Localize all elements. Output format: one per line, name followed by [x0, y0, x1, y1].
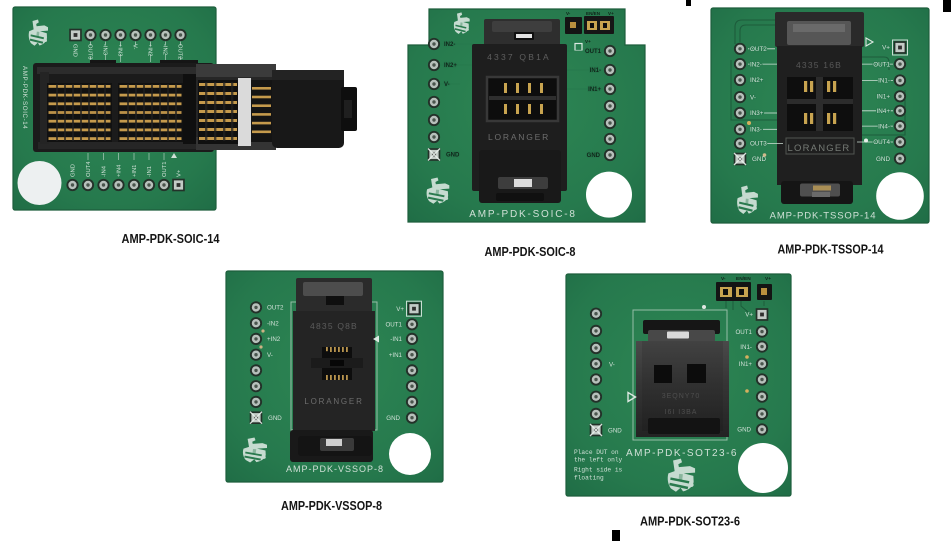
svg-text:GND: GND: [737, 427, 751, 434]
svg-text:AMP-PDK-SOT23-6: AMP-PDK-SOT23-6: [640, 514, 740, 529]
svg-text:IN4-: IN4-: [878, 123, 890, 130]
svg-text:OUT4: OUT4: [873, 139, 890, 146]
svg-text:V-: V-: [750, 94, 756, 101]
svg-text:IN1+: IN1+: [739, 361, 753, 368]
svg-text:V+: V+: [177, 169, 183, 177]
svg-text:V-: V-: [721, 276, 726, 282]
svg-text:LORANGER: LORANGER: [488, 132, 550, 142]
svg-text:+IN2: +IN2: [267, 336, 281, 343]
svg-text:+IN1: +IN1: [132, 165, 138, 177]
svg-text:V-: V-: [444, 82, 450, 88]
svg-text:AMP-PDK-SOIC-14: AMP-PDK-SOIC-14: [21, 66, 28, 129]
svg-text:4835 Q8B: 4835 Q8B: [310, 321, 358, 331]
svg-text:IN4+: IN4+: [877, 108, 891, 115]
svg-text:+IN4: +IN4: [117, 164, 123, 177]
svg-text:IN1-: IN1-: [878, 78, 890, 85]
svg-text:-IN1: -IN1: [390, 336, 402, 343]
svg-text:IN1+: IN1+: [877, 94, 891, 101]
svg-text:V+: V+: [882, 45, 890, 52]
svg-text:IN2-: IN2-: [750, 61, 762, 68]
svg-text:-IN4: -IN4: [102, 165, 108, 177]
svg-text:V-: V-: [267, 352, 273, 359]
svg-text:GND: GND: [587, 153, 601, 159]
svg-text:OUT1: OUT1: [735, 329, 752, 336]
svg-text:EN/EN: EN/EN: [736, 276, 751, 282]
svg-text:V+: V+: [608, 11, 614, 16]
svg-text:V-: V-: [566, 11, 571, 16]
svg-text:GND: GND: [608, 428, 622, 435]
svg-text:IN1-: IN1-: [740, 344, 752, 351]
svg-text:IN1+: IN1+: [588, 87, 601, 93]
svg-text:+IN2: +IN2: [147, 44, 153, 56]
svg-text:OUT3: OUT3: [87, 44, 93, 59]
svg-text:I6I I3BA: I6I I3BA: [665, 409, 698, 416]
svg-text:IN1-: IN1-: [590, 68, 601, 74]
svg-text:Right side is: Right side is: [574, 467, 623, 474]
svg-text:AMP-PDK-TSSOP-14: AMP-PDK-TSSOP-14: [778, 242, 885, 257]
svg-text:IN3+: IN3+: [750, 110, 764, 117]
svg-text:IN3-: IN3-: [750, 127, 762, 134]
svg-text:GND: GND: [72, 44, 78, 57]
svg-text:OUT1: OUT1: [385, 322, 402, 329]
svg-text:GND: GND: [752, 156, 766, 163]
svg-text:OUT1: OUT1: [873, 61, 890, 68]
svg-text:+IN3: +IN3: [117, 44, 123, 56]
svg-text:AMP-PDK-SOIC-14: AMP-PDK-SOIC-14: [122, 231, 221, 246]
svg-text:-IN3: -IN3: [102, 44, 108, 55]
svg-text:OUT1: OUT1: [585, 49, 602, 55]
svg-text:4337 QB1A: 4337 QB1A: [487, 52, 551, 62]
svg-text:V-: V-: [132, 44, 138, 50]
svg-text:AMP-PDK-VSSOP-8: AMP-PDK-VSSOP-8: [286, 464, 384, 474]
svg-text:OUT1: OUT1: [162, 162, 168, 177]
svg-text:IN2-: IN2-: [444, 42, 455, 48]
svg-text:the left only: the left only: [574, 457, 623, 464]
svg-text:4335 16B: 4335 16B: [796, 60, 842, 70]
svg-text:GND: GND: [446, 153, 460, 159]
svg-text:GND: GND: [386, 415, 400, 422]
svg-text:IN2+: IN2+: [750, 77, 764, 84]
svg-text:GND: GND: [71, 164, 77, 177]
svg-text:3EQNY70: 3EQNY70: [662, 393, 701, 400]
svg-text:floating: floating: [574, 475, 604, 482]
svg-text:V+: V+: [396, 306, 404, 313]
svg-text:AMP-PDK-SOT23-6: AMP-PDK-SOT23-6: [626, 448, 738, 459]
svg-text:OUT4: OUT4: [86, 161, 92, 177]
svg-text:EN/EN: EN/EN: [586, 11, 601, 16]
svg-text:V+: V+: [765, 276, 771, 282]
svg-text:-IN2: -IN2: [162, 44, 168, 55]
svg-text:OUT2: OUT2: [177, 44, 183, 59]
svg-text:AMP-PDK-SOIC-8: AMP-PDK-SOIC-8: [469, 209, 576, 220]
svg-text:-IN1: -IN1: [147, 166, 153, 177]
svg-text:AMP-PDK-SOIC-8: AMP-PDK-SOIC-8: [485, 244, 576, 259]
svg-text:OUT2: OUT2: [750, 46, 767, 53]
svg-text:LORANGER: LORANGER: [788, 143, 851, 154]
svg-text:GND: GND: [876, 156, 890, 163]
svg-text:V-: V-: [609, 362, 615, 369]
svg-text:Place DUT on: Place DUT on: [574, 449, 619, 456]
svg-text:+IN1: +IN1: [389, 352, 403, 359]
svg-text:AMP-PDK-VSSOP-8: AMP-PDK-VSSOP-8: [281, 498, 382, 513]
svg-text:GND: GND: [268, 415, 282, 422]
svg-text:OUT2: OUT2: [267, 305, 284, 312]
svg-text:OUT3: OUT3: [750, 141, 767, 148]
svg-text:AMP-PDK-TSSOP-14: AMP-PDK-TSSOP-14: [770, 211, 877, 222]
svg-text:IN2+: IN2+: [444, 63, 457, 69]
svg-text:-IN2: -IN2: [267, 320, 279, 327]
svg-text:V+: V+: [585, 39, 591, 44]
svg-text:LORANGER: LORANGER: [304, 397, 363, 406]
svg-text:V+: V+: [745, 312, 753, 319]
